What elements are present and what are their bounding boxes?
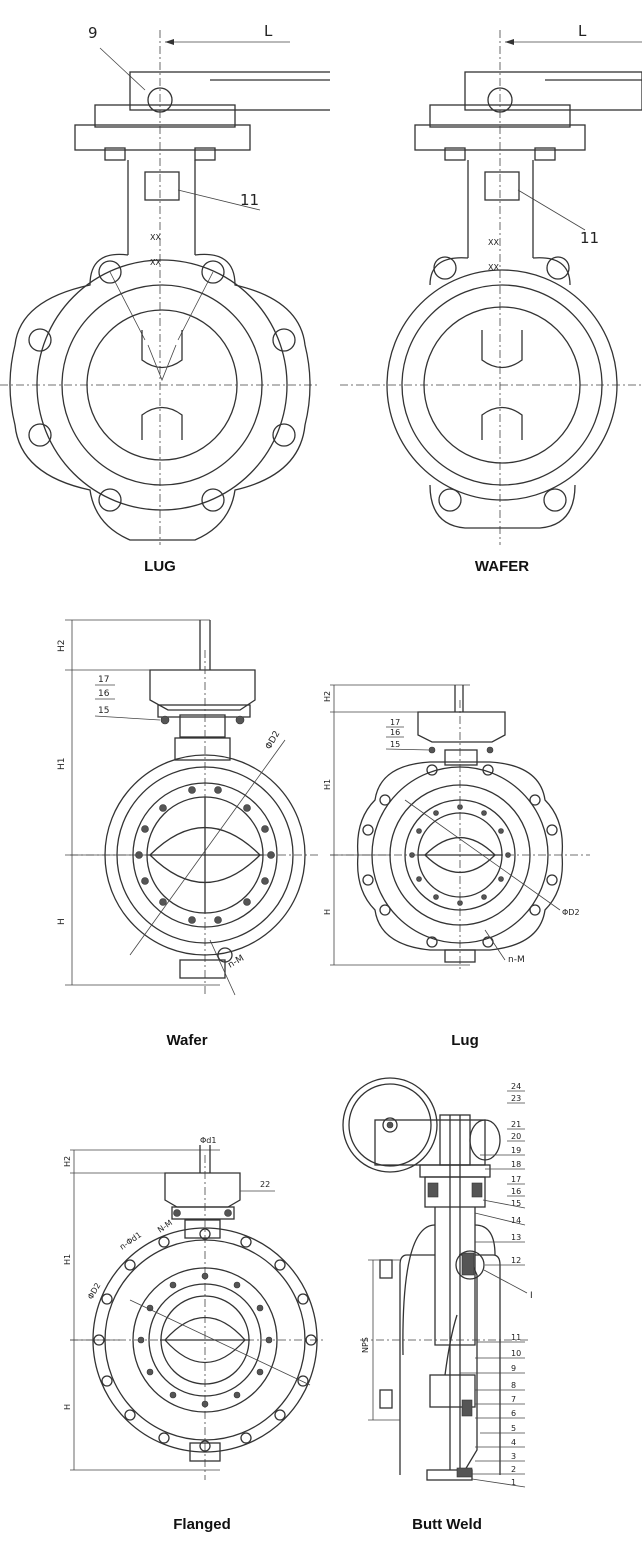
wafer-item-17: 17 — [98, 675, 109, 685]
flanged-dim-svg: H2 H1 H Φd1 22 — [63, 1136, 325, 1480]
wafer-dim-svg: H2 H1 H 17 16 15 — [57, 619, 320, 996]
wafer-dim-d2: ΦD2 — [264, 729, 283, 751]
flanged-bolt-circle — [137, 1272, 273, 1408]
bw-item-19: 19 — [511, 1146, 521, 1155]
wafer-dim-h1: H1 — [57, 758, 67, 771]
caption-wafer-top: WAFER — [474, 558, 530, 575]
wafer-mark-1: XX — [488, 238, 499, 247]
lug-dim-l: L — [264, 22, 273, 40]
bw-item-23: 23 — [511, 1094, 521, 1103]
lug-dim-svg: H2 H1 H 17 16 15 — [323, 684, 590, 970]
wafer-top-drawing: L 11 XX XX — [330, 0, 642, 550]
bw-item-7: 7 — [511, 1395, 516, 1404]
bw-item-10: 10 — [511, 1349, 521, 1358]
bw-item-3: 3 — [511, 1452, 516, 1461]
wafer-dim-h: H — [57, 918, 67, 925]
bw-item-5: 5 — [511, 1424, 516, 1433]
wafer-mark-2: XX — [488, 263, 499, 272]
wafer-dim-nm: n-M — [227, 954, 246, 971]
lug-top-svg: L 9 11 XX XX — [0, 22, 330, 545]
lug-dim-h: H — [323, 909, 332, 915]
butt-weld-callouts: 24 23 21 20 19 18 17 16 15 14 13 12 11 — [460, 1082, 526, 1488]
butt-weld-detail: I — [530, 1291, 533, 1301]
caption-butt-weld: Butt Weld — [412, 1516, 482, 1533]
flanged-flange-holes — [93, 1228, 317, 1452]
bw-item-6: 6 — [511, 1409, 516, 1418]
caption-lug-mid: Lug — [451, 1032, 479, 1049]
bw-item-9: 9 — [511, 1364, 516, 1373]
lug-bolt-circle — [362, 764, 558, 948]
bw-item-14: 14 — [511, 1216, 521, 1225]
wafer-callout-11: 11 — [580, 229, 599, 247]
wafer-top-svg: L 11 XX XX — [340, 22, 642, 545]
lug-dim-h2: H2 — [323, 691, 332, 702]
bw-item-21: 21 — [511, 1120, 521, 1129]
wafer-item-16: 16 — [98, 689, 110, 699]
butt-weld-svg: NPS I 24 23 21 20 19 18 17 16 15 14 — [342, 1077, 533, 1488]
lug-item-16: 16 — [390, 728, 400, 737]
butt-weld-dim-nps: NPS — [361, 1337, 370, 1353]
butt-weld-drawing: NPS I 24 23 21 20 19 18 17 16 15 14 — [335, 1075, 635, 1495]
flanged-dim-h2: H2 — [63, 1156, 72, 1167]
bw-item-2: 2 — [511, 1465, 516, 1474]
lug-top-drawing: L 9 11 XX XX — [0, 0, 330, 550]
wafer-dim-drawing: H2 H1 H 17 16 15 — [50, 610, 330, 1000]
wafer-item-15: 15 — [98, 706, 109, 716]
bw-item-17: 17 — [511, 1175, 521, 1184]
lug-dim-drawing: H2 H1 H 17 16 15 — [320, 670, 620, 970]
lug-dim-d2: ΦD2 — [562, 908, 580, 917]
lug-dim-h1: H1 — [323, 779, 332, 790]
caption-wafer-mid: Wafer — [166, 1032, 208, 1049]
bw-item-16: 16 — [511, 1187, 521, 1196]
flanged-dim-h: H — [63, 1404, 72, 1410]
lug-mark-2: XX — [150, 258, 161, 267]
wafer-dim-l: L — [578, 22, 587, 40]
bw-item-20: 20 — [511, 1132, 521, 1141]
bw-item-24: 24 — [511, 1082, 521, 1091]
bw-item-4: 4 — [511, 1438, 516, 1447]
wafer-dim-h2: H2 — [57, 640, 67, 653]
lug-callout-9: 9 — [88, 24, 98, 42]
flanged-dim-h1: H1 — [63, 1254, 72, 1265]
caption-lug-top: LUG — [144, 558, 176, 575]
flanged-dim-d2: ΦD2 — [86, 1281, 103, 1301]
lug-dim-nm: n-M — [508, 955, 525, 965]
lug-item-15: 15 — [390, 740, 400, 749]
bw-item-1: 1 — [511, 1478, 516, 1487]
bw-item-15: 15 — [511, 1199, 521, 1208]
flanged-dim-drawing: H2 H1 H Φd1 22 — [60, 1125, 330, 1485]
caption-flanged: Flanged — [173, 1516, 231, 1533]
flanged-dim-nd1: n-Φd1 — [118, 1230, 143, 1251]
flanged-dim-d1: Φd1 — [200, 1136, 216, 1145]
bw-item-8: 8 — [511, 1381, 516, 1390]
bw-item-13: 13 — [511, 1233, 521, 1242]
bw-item-18: 18 — [511, 1160, 521, 1169]
bw-item-11: 11 — [511, 1333, 521, 1342]
wafer-bolt-circle — [135, 786, 275, 924]
lug-item-17: 17 — [390, 718, 400, 727]
lug-mark-1: XX — [150, 233, 161, 242]
flanged-item-22: 22 — [260, 1180, 270, 1189]
flanged-dim-nm: N-M — [156, 1218, 174, 1234]
bw-item-12: 12 — [511, 1256, 521, 1265]
lug-callout-11: 11 — [240, 191, 259, 209]
